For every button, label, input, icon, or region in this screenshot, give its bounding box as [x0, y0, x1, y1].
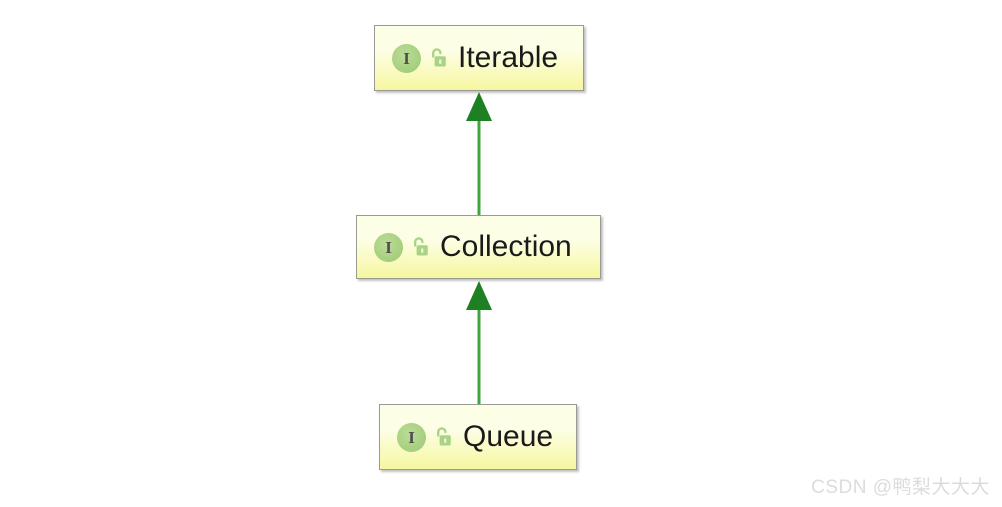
generalization-arrow-collection-to-iterable [465, 92, 493, 216]
uml-node-iterable[interactable]: I Iterable [374, 25, 584, 91]
csdn-watermark: CSDN @鸭梨大大大 [811, 477, 990, 498]
node-content: I Iterable [375, 43, 558, 73]
uml-node-label: Iterable [458, 41, 559, 74]
uml-node-queue[interactable]: I Queue [379, 404, 577, 470]
interface-icon-letter: I [385, 237, 392, 257]
interface-icon-letter: I [403, 48, 410, 68]
node-content: I Collection [357, 232, 572, 262]
open-padlock-icon [414, 237, 428, 256]
uml-node-label: Collection [440, 230, 572, 263]
open-padlock-icon [437, 427, 451, 446]
interface-icon: I [392, 43, 421, 73]
interface-icon-letter: I [408, 427, 415, 447]
edge-arrowhead [466, 92, 492, 121]
node-content: I Queue [380, 422, 553, 452]
uml-node-collection[interactable]: I Collection [356, 215, 601, 279]
generalization-arrow-queue-to-collection [465, 281, 493, 405]
uml-node-label: Queue [463, 420, 554, 453]
interface-icon: I [374, 232, 403, 262]
edge-arrowhead [466, 281, 492, 310]
interface-icon: I [397, 422, 426, 452]
open-padlock-icon [432, 48, 446, 67]
